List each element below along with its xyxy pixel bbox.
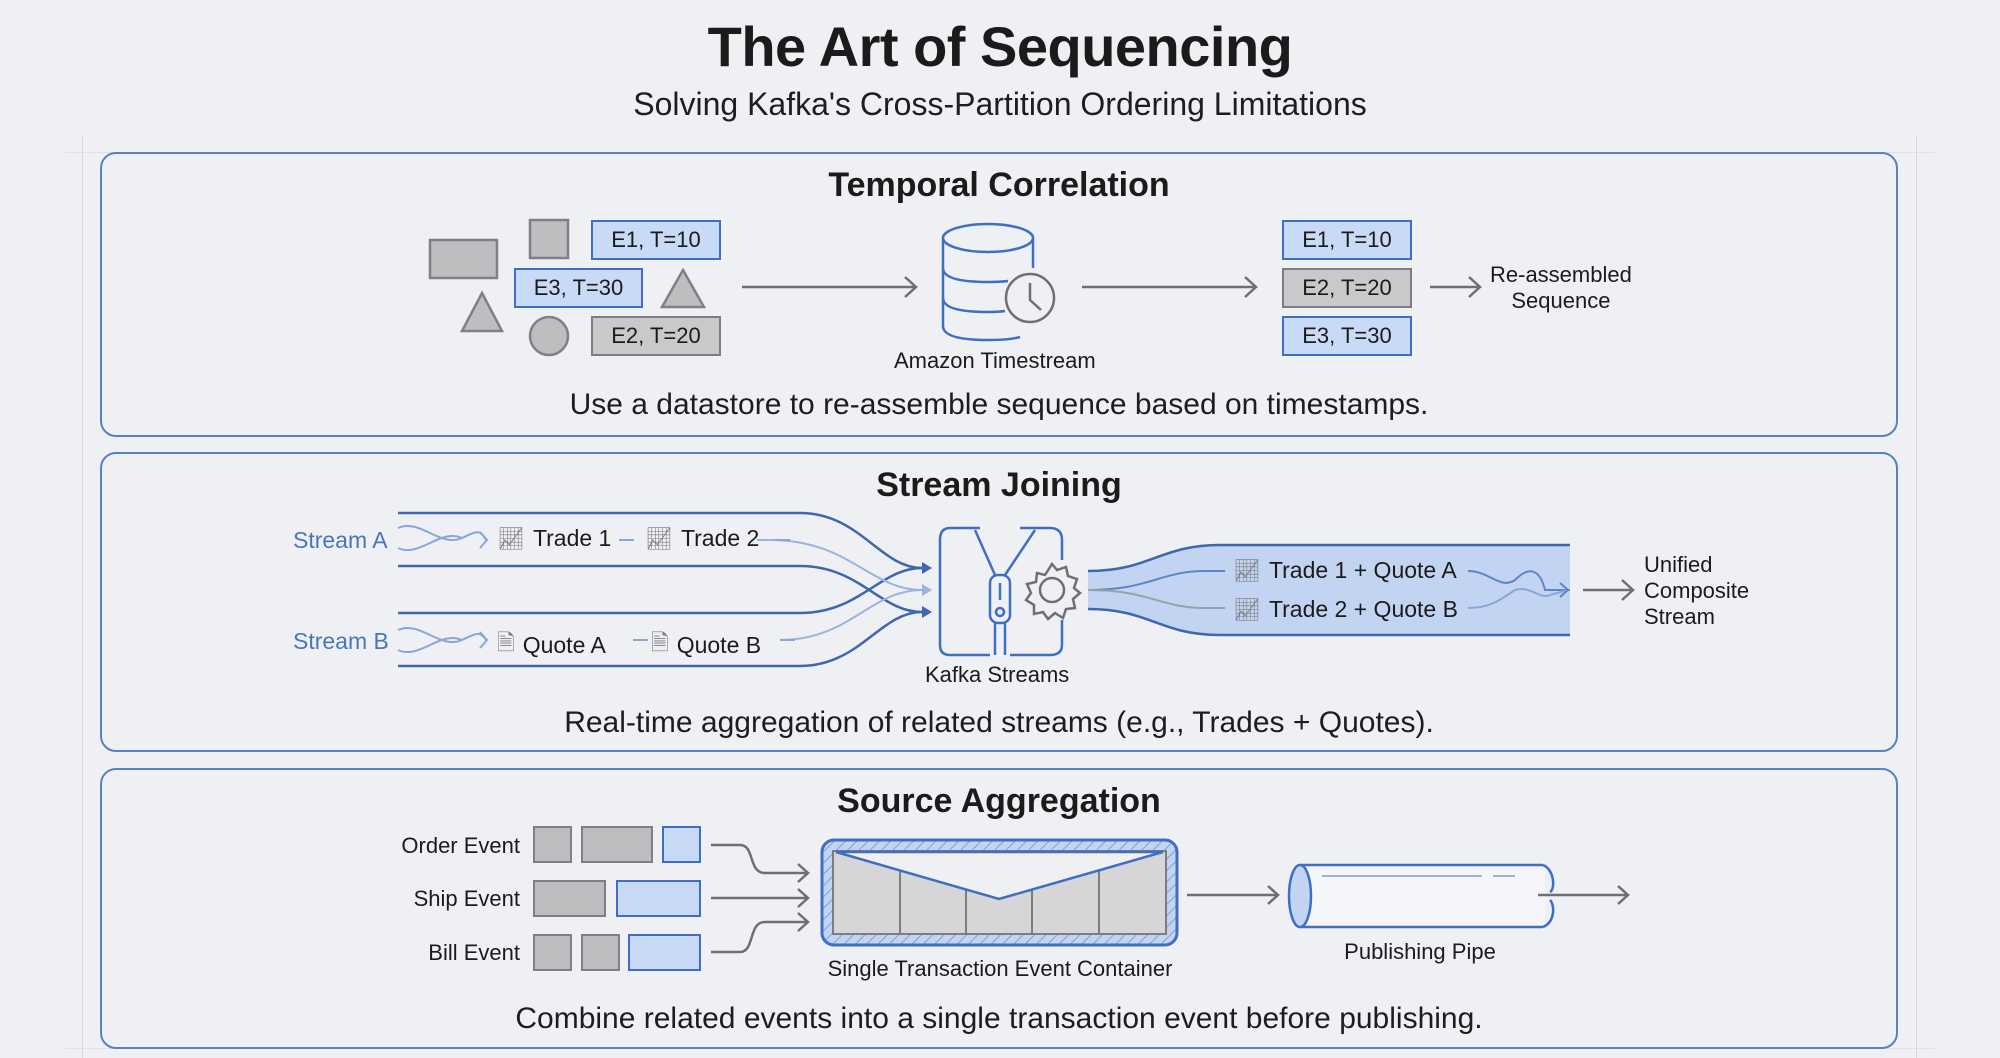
panel-title: Stream Joining xyxy=(876,466,1122,504)
event-box-unordered: E2, T=20 xyxy=(591,316,721,356)
event-block xyxy=(616,880,701,917)
event-block xyxy=(533,826,572,863)
event-block xyxy=(628,934,701,971)
stream-a-label: Stream A xyxy=(293,527,388,553)
event-box-ordered: E1, T=10 xyxy=(1282,220,1412,260)
joined-stream-body xyxy=(1088,545,1570,635)
stream-item-label: Quote A xyxy=(522,631,606,658)
panel-caption: Real-time aggregation of related streams… xyxy=(564,706,1434,739)
event-block xyxy=(581,826,653,863)
trade-chart-icon: 📈︎ xyxy=(1233,557,1261,583)
merge-arrow-bill xyxy=(711,920,808,954)
stream-item-quote: 🗎 Quote A xyxy=(497,626,606,664)
stream-item-trade: 📈︎ Trade 1 xyxy=(497,525,611,552)
gray-circle-shape xyxy=(528,315,570,357)
joined-item: 📈︎ Trade 2 + Quote B xyxy=(1233,596,1458,623)
event-block xyxy=(533,880,606,917)
panel-source-aggregation: Source Aggregation Combine related event… xyxy=(100,768,1898,1049)
result-label-line: Re-assembled xyxy=(1490,262,1632,287)
transaction-container xyxy=(820,838,1179,947)
joined-item: 📈︎ Trade 1 + Quote A xyxy=(1233,557,1457,584)
panel-temporal-correlation: Temporal Correlation Use a datastore to … xyxy=(100,152,1898,437)
unified-label-line: Composite xyxy=(1644,578,1750,603)
source-label: Bill Event xyxy=(428,940,520,965)
pipe-label: Publishing Pipe xyxy=(1344,939,1496,964)
document-icon: 🗎 xyxy=(651,630,669,655)
panel-title: Temporal Correlation xyxy=(828,166,1170,204)
panel-caption: Combine related events into a single tra… xyxy=(515,1002,1483,1035)
stream-item-quote: 🗎 Quote B xyxy=(651,626,761,664)
stream-item-label: Quote B xyxy=(676,631,762,658)
merge-arrow-order xyxy=(711,843,808,875)
document-icon: 🗎 xyxy=(497,630,515,655)
gray-triangle-shape-2 xyxy=(659,267,707,309)
stream-b-channel-top xyxy=(398,566,923,615)
joined-item-label: Trade 1 + Quote A xyxy=(1268,557,1457,583)
gray-rectangle-shape xyxy=(428,238,499,280)
result-label: Re-assembled Sequence xyxy=(1490,262,1632,314)
stream-item-label: Trade 2 xyxy=(680,525,760,551)
unified-label-line: Unified xyxy=(1644,552,1713,577)
unified-stream-label: Unified Composite Stream xyxy=(1644,552,1749,630)
joined-item-label: Trade 2 + Quote B xyxy=(1268,596,1458,622)
guide-line-left xyxy=(82,135,83,1058)
source-label: Ship Event xyxy=(413,886,520,911)
trade-chart-icon: 📈︎ xyxy=(645,525,673,551)
page-subtitle: Solving Kafka's Cross-Partition Ordering… xyxy=(633,86,1367,122)
event-block xyxy=(533,934,572,971)
container-label: Single Transaction Event Container xyxy=(827,956,1173,981)
trade-chart-icon: 📈︎ xyxy=(497,525,525,551)
stream-a-channel-bottom xyxy=(398,564,923,614)
result-label-line: Sequence xyxy=(1511,288,1611,313)
page-title: The Art of Sequencing xyxy=(707,15,1293,78)
event-box-unordered: E1, T=10 xyxy=(591,220,721,260)
event-box-ordered: E2, T=20 xyxy=(1282,268,1412,308)
stream-b-label: Stream B xyxy=(293,628,389,654)
stream-item-trade: 📈︎ Trade 2 xyxy=(645,525,759,552)
panel-stream-joining: Stream Joining Real-time aggregation of … xyxy=(100,452,1898,752)
event-box-unordered: E3, T=30 xyxy=(514,268,643,308)
store-label: Amazon Timestream xyxy=(894,348,1096,373)
event-box-ordered: E3, T=30 xyxy=(1282,316,1412,356)
publishing-pipe-icon xyxy=(1287,863,1555,929)
gray-triangle-shape xyxy=(459,290,505,333)
guide-line-right xyxy=(1916,135,1917,1058)
unified-label-line: Stream xyxy=(1644,604,1715,629)
panel-title: Source Aggregation xyxy=(837,782,1161,820)
stream-b-channel-bottom xyxy=(398,610,923,668)
trade-chart-icon: 📈︎ xyxy=(1233,596,1261,622)
stream-a-channel-top xyxy=(398,511,923,570)
zipper-gear-icon xyxy=(938,526,1064,657)
event-block xyxy=(581,934,620,971)
stream-item-label: Trade 1 xyxy=(532,525,612,551)
gray-square-shape xyxy=(528,218,570,260)
database-clock-icon xyxy=(941,222,1056,342)
processor-label: Kafka Streams xyxy=(925,662,1070,687)
panel-caption: Use a datastore to re-assemble sequence … xyxy=(569,388,1429,421)
source-label: Order Event xyxy=(401,833,520,858)
gear-icon xyxy=(1024,561,1082,621)
event-block xyxy=(662,826,701,863)
